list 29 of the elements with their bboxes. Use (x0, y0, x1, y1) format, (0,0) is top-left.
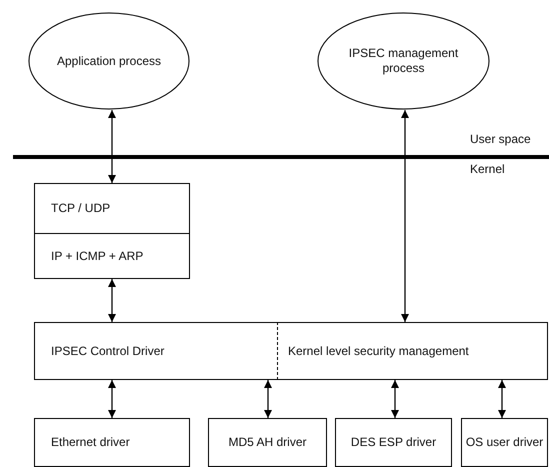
protocol-box (34, 234, 190, 279)
node-label: Ethernet driver (51, 435, 130, 450)
node-label: IP + ICMP + ARP (51, 248, 144, 264)
node-label: MD5 AH driver (228, 435, 307, 450)
node-label: DES ESP driver (350, 435, 436, 450)
arrow (498, 380, 506, 418)
driver-box (461, 418, 548, 467)
arrow (108, 380, 116, 418)
driver-box (34, 322, 278, 380)
node-label: Kernel level security management (288, 344, 469, 358)
arrow (391, 380, 399, 418)
node-label: IPSEC management process (348, 46, 460, 76)
region-label: Kernel (470, 162, 505, 176)
arrow (264, 380, 272, 418)
arrow (108, 279, 116, 322)
process-ellipse (28, 12, 190, 110)
arrow (108, 110, 116, 183)
node-label: OS user driver (466, 435, 544, 450)
driver-box (208, 418, 327, 467)
driver-box (335, 418, 452, 467)
node-label: Application process (56, 54, 162, 68)
driver-box (34, 418, 190, 467)
node-label: IPSEC Control Driver (51, 344, 164, 358)
process-ellipse (317, 12, 490, 110)
region-label: User space (470, 132, 531, 146)
protocol-box (34, 183, 190, 234)
node-label: TCP / UDP (51, 201, 110, 216)
management-box (278, 322, 548, 380)
arrow (401, 110, 409, 322)
